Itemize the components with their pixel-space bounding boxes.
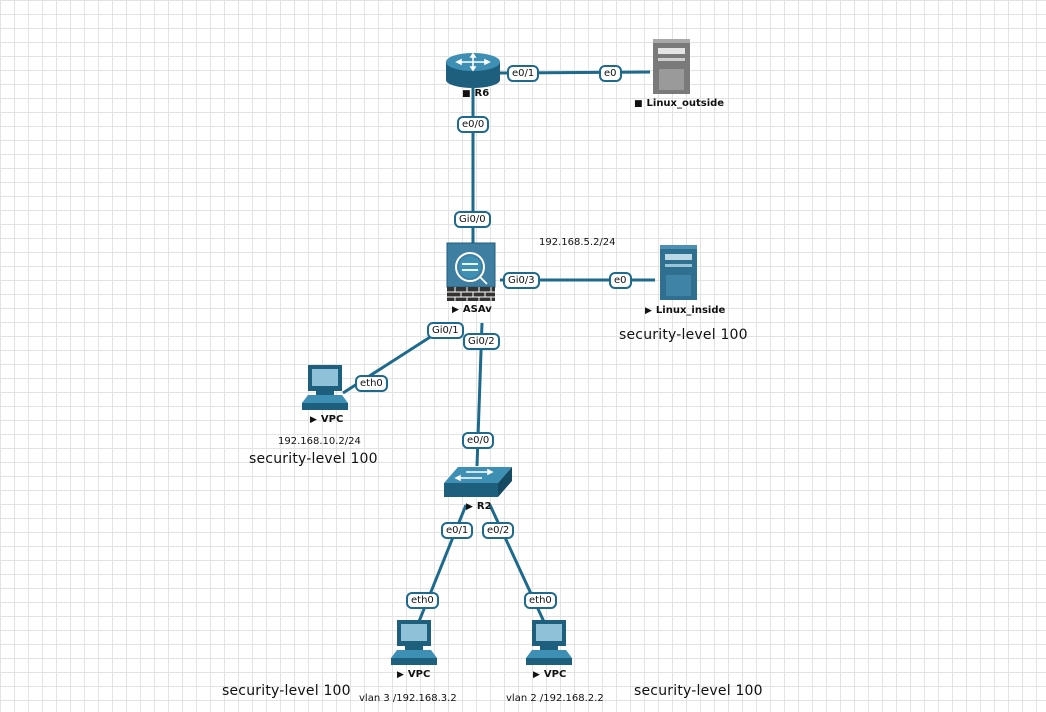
node-name: R2 (476, 501, 492, 512)
server-icon[interactable] (653, 39, 690, 94)
node-label-r2[interactable]: ▶R2 (466, 501, 492, 512)
node-label-vpc-bottom-left[interactable]: ▶VPC (397, 669, 430, 680)
node-label-vpc-bottom-right[interactable]: ▶VPC (533, 669, 566, 680)
status-running-icon: ▶ (310, 415, 317, 425)
node-name: Linux_inside (655, 305, 726, 316)
status-running-icon: ▶ (452, 305, 459, 315)
status-running-icon: ▶ (533, 670, 540, 680)
interface-tag-linux-outside-e0[interactable]: e0 (599, 65, 622, 82)
interface-tag-asav-gi00[interactable]: Gi0/0 (454, 211, 491, 228)
interface-tag-vpc-br-eth0[interactable]: eth0 (524, 592, 557, 609)
interface-tag-asav-gi02[interactable]: Gi0/2 (463, 333, 500, 350)
interface-tag-asav-gi03[interactable]: Gi0/3 (503, 272, 540, 289)
ip-annotation-vpc-left: 192.168.10.2/24 (278, 436, 361, 447)
security-level-inside: security-level 100 (619, 327, 748, 343)
status-running-icon: ▶ (466, 502, 473, 512)
ip-annotation-vpc-bottom-right: vlan 2 /192.168.2.2 (506, 693, 604, 704)
interface-tag-r6-e00[interactable]: e0/0 (457, 116, 490, 133)
router-icon[interactable] (446, 52, 500, 88)
node-name: VPC (543, 669, 567, 680)
pc-icon[interactable] (526, 620, 572, 665)
status-stopped-icon: ■ (634, 99, 643, 109)
status-running-icon: ▶ (645, 306, 652, 316)
node-name: VPC (320, 414, 344, 425)
interface-tag-r2-e01[interactable]: e0/1 (441, 522, 474, 539)
pc-icon[interactable] (302, 365, 348, 410)
ip-annotation-vpc-bottom-left: vlan 3 /192.168.3.2 (359, 693, 457, 704)
security-level-bottom-right: security-level 100 (634, 683, 763, 699)
firewall-icon[interactable] (446, 242, 496, 301)
node-label-linux-outside[interactable]: ■Linux_outside (634, 98, 724, 109)
ip-annotation-inside: 192.168.5.2/24 (539, 237, 616, 248)
node-name: VPC (407, 669, 431, 680)
server-icon[interactable] (660, 245, 697, 300)
security-level-vpc-left: security-level 100 (249, 451, 378, 467)
node-label-asav[interactable]: ▶ASAv (452, 304, 492, 315)
switch-icon[interactable] (444, 467, 512, 497)
interface-tag-linux-inside-e0[interactable]: e0 (609, 272, 632, 289)
interface-tag-vpc-left-eth0[interactable]: eth0 (355, 375, 388, 392)
status-running-icon: ▶ (397, 670, 404, 680)
interface-tag-vpc-bl-eth0[interactable]: eth0 (406, 592, 439, 609)
node-name: Linux_outside (646, 98, 725, 109)
status-stopped-icon: ■ (462, 89, 471, 99)
node-name: R6 (474, 88, 490, 99)
pc-icon[interactable] (391, 620, 437, 665)
node-label-r6[interactable]: ■R6 (462, 88, 489, 99)
node-label-vpc-left[interactable]: ▶VPC (310, 414, 343, 425)
interface-tag-r2-e00[interactable]: e0/0 (462, 432, 495, 449)
node-label-linux-inside[interactable]: ▶Linux_inside (645, 305, 725, 316)
node-name: ASAv (462, 304, 492, 315)
interface-tag-asav-gi01[interactable]: Gi0/1 (427, 322, 464, 339)
security-level-bottom-left: security-level 100 (222, 683, 351, 699)
interface-tag-r2-e02[interactable]: e0/2 (482, 522, 515, 539)
interface-tag-r6-e01[interactable]: e0/1 (507, 65, 540, 82)
